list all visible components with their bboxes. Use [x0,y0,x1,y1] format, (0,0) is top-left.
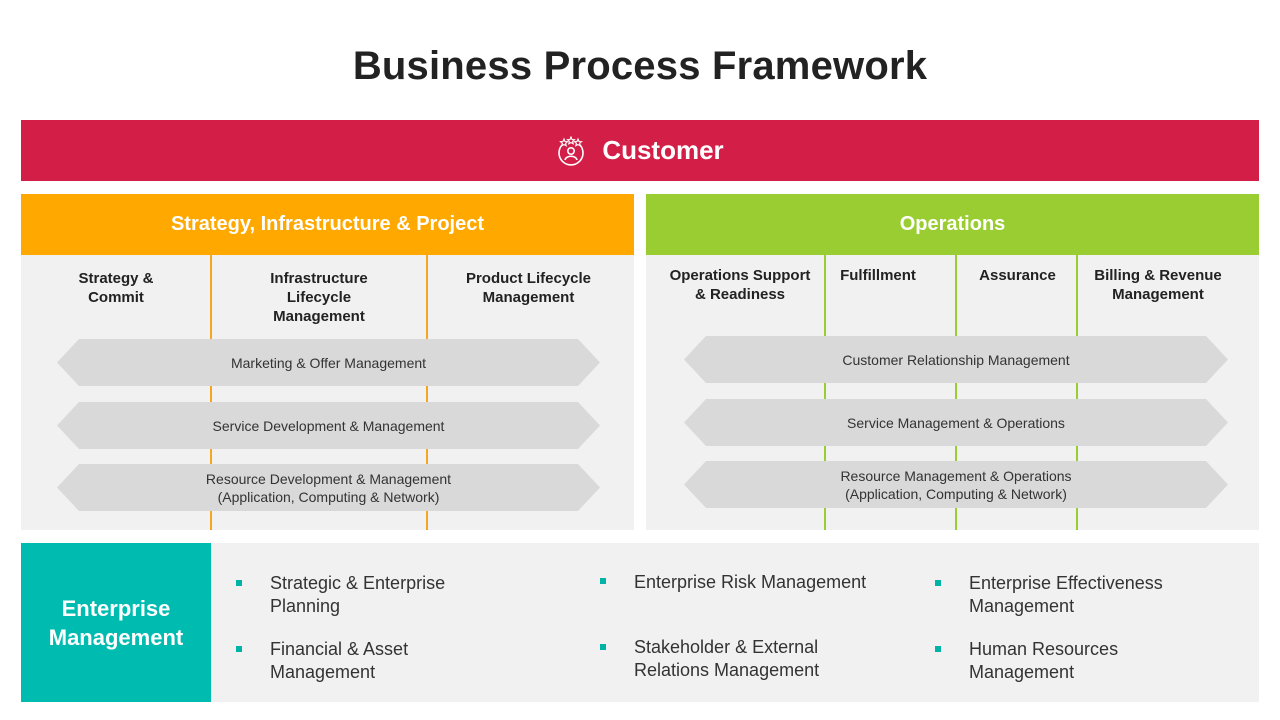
process-customer-relationship: Customer Relationship Management [684,336,1228,383]
customer-rating-icon [556,135,586,166]
operations-divider [824,255,826,530]
customer-bar: Customer [21,120,1259,181]
bullet-icon [935,580,941,586]
bullet-icon [236,646,242,652]
operations-header: Operations [646,194,1259,255]
process-resource-management: Resource Management & Operations(Applica… [684,461,1228,508]
column-assurance: Assurance [979,267,1056,284]
operations-divider [1076,255,1078,530]
process-service-development: Service Development & Management [57,402,600,449]
operations-panel: Operations Operations Support& Readiness… [646,194,1259,530]
column-fulfillment: Fulfillment [840,267,916,284]
bullet-icon [236,580,242,586]
bullet-icon [600,578,606,584]
process-marketing-offer: Marketing & Offer Management [57,339,600,386]
bullet-icon [600,644,606,650]
page-title: Business Process Framework [352,44,928,88]
bullet-icon [935,646,941,652]
strategy-divider [210,255,212,530]
enterprise-item-risk-management: Enterprise Risk Management [634,572,867,592]
strategy-panel: Strategy, Infrastructure & Project Strat… [21,194,634,530]
process-service-management: Service Management & Operations [684,399,1228,446]
strategy-divider [426,255,428,530]
process-resource-development: Resource Development & Management(Applic… [57,464,600,511]
column-operations-support: Operations Support& Readiness [669,267,811,303]
column-strategy-commit: Strategy &Commit [78,270,154,306]
customer-label: Customer [602,135,724,165]
strategy-header: Strategy, Infrastructure & Project [21,194,634,255]
operations-divider [955,255,957,530]
